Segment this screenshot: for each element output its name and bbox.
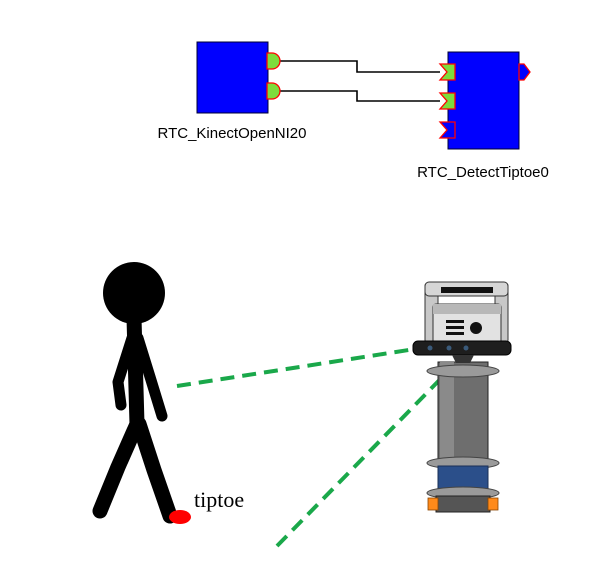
outport-1[interactable]	[266, 52, 281, 70]
outport-2[interactable]	[266, 82, 281, 100]
connection-line-1[interactable]	[276, 60, 440, 73]
component-box-kinect[interactable]	[196, 41, 269, 114]
tiptoe-marker	[169, 510, 191, 524]
figure-leg-back	[92, 416, 145, 519]
port-connections	[276, 60, 440, 102]
inport-2[interactable]	[438, 92, 456, 110]
kinect-lens	[470, 322, 482, 334]
tiptoe-label: tiptoe	[194, 487, 244, 512]
robot-base	[435, 495, 491, 513]
kinect-handle-bar	[441, 287, 493, 293]
stick-figure	[92, 262, 178, 524]
kinect-vent-3	[446, 332, 464, 335]
robot-wheel-right	[487, 497, 499, 511]
component-label-detect-tiptoe: RTC_DetectTiptoe0	[417, 164, 549, 181]
robot-wheel-left	[427, 497, 439, 511]
figure-arm-back	[112, 332, 138, 411]
connection-line-2[interactable]	[276, 90, 440, 102]
component-kinect[interactable]: RTC_KinectOpenNI20	[158, 41, 307, 142]
component-box-detect-tiptoe[interactable]	[447, 51, 520, 150]
kinect-vent-2	[446, 326, 464, 329]
robot-ring-top	[426, 364, 500, 378]
component-label-kinect: RTC_KinectOpenNI20	[158, 125, 307, 142]
kinect-sight-lines	[176, 345, 464, 548]
kinect-vent-1	[446, 320, 464, 323]
figure-leg-front	[131, 416, 178, 524]
kinect-depth-camera	[463, 345, 469, 351]
robot	[412, 281, 512, 513]
inport-3[interactable]	[438, 121, 456, 139]
figure-head	[103, 262, 165, 324]
sight-line-lower	[275, 355, 464, 548]
kinect-rgb-camera	[446, 345, 452, 351]
inport-1[interactable]	[438, 63, 456, 81]
kinect-ir-emitter	[427, 345, 433, 351]
outport-detect[interactable]	[518, 63, 531, 81]
component-detect-tiptoe[interactable]: RTC_DetectTiptoe0	[417, 51, 549, 181]
kinect-housing-shade	[433, 304, 501, 314]
sight-line-upper	[176, 345, 429, 388]
figure-arm-front	[132, 332, 168, 422]
kinect-stand	[452, 355, 474, 363]
